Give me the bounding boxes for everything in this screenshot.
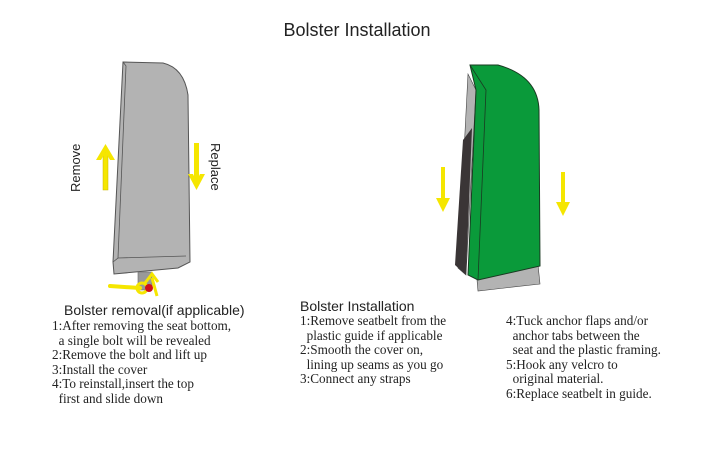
removal-heading: Bolster removal(if applicable) <box>64 302 245 318</box>
gray-bolster-illustration <box>112 61 191 291</box>
down-arrow-icon <box>188 143 205 190</box>
list-item: 4:To reinstall,insert the top <box>52 376 194 392</box>
up-arrow-icon <box>96 144 115 191</box>
list-item: 3:Connect any straps <box>300 371 411 387</box>
list-item: 1:After removing the seat bottom, <box>52 318 232 333</box>
down-arrow-icon <box>436 167 450 212</box>
green-cover-illustration <box>455 64 541 292</box>
remove-label: Remove <box>68 143 83 192</box>
installation-heading: Bolster Installation <box>300 298 415 314</box>
list-item: 2:Smooth the cover on, <box>300 342 424 358</box>
list-item: a single bolt will be revealed <box>52 332 211 348</box>
list-item: 4:Tuck anchor flaps and/or <box>506 313 648 328</box>
page-title: Bolster Installation <box>283 20 431 40</box>
list-item: 5:Hook any velcro to <box>506 356 618 372</box>
removal-steps: 1:After removing the seat bottom, a sing… <box>52 318 232 407</box>
list-item: anchor tabs between the <box>506 327 640 343</box>
list-item: plastic guide if applicable <box>300 327 443 343</box>
list-item: 1:Remove seatbelt from the <box>300 313 447 328</box>
bolt-icon <box>108 271 160 297</box>
list-item: original material. <box>506 371 604 387</box>
installation-steps-col2: 4:Tuck anchor flaps and/or anchor tabs b… <box>506 313 661 402</box>
down-arrow-icon <box>556 172 570 216</box>
list-item: first and slide down <box>52 390 163 406</box>
list-item: 3:Install the cover <box>52 361 148 377</box>
list-item: lining up seams as you go <box>300 356 444 372</box>
replace-label: Replace <box>208 143 223 191</box>
installation-steps-col1: 1:Remove seatbelt from the plastic guide… <box>300 313 447 387</box>
list-item: seat and the plastic framing. <box>506 342 661 358</box>
list-item: 2:Remove the bolt and lift up <box>52 347 207 363</box>
list-item: 6:Replace seatbelt in guide. <box>506 385 652 401</box>
